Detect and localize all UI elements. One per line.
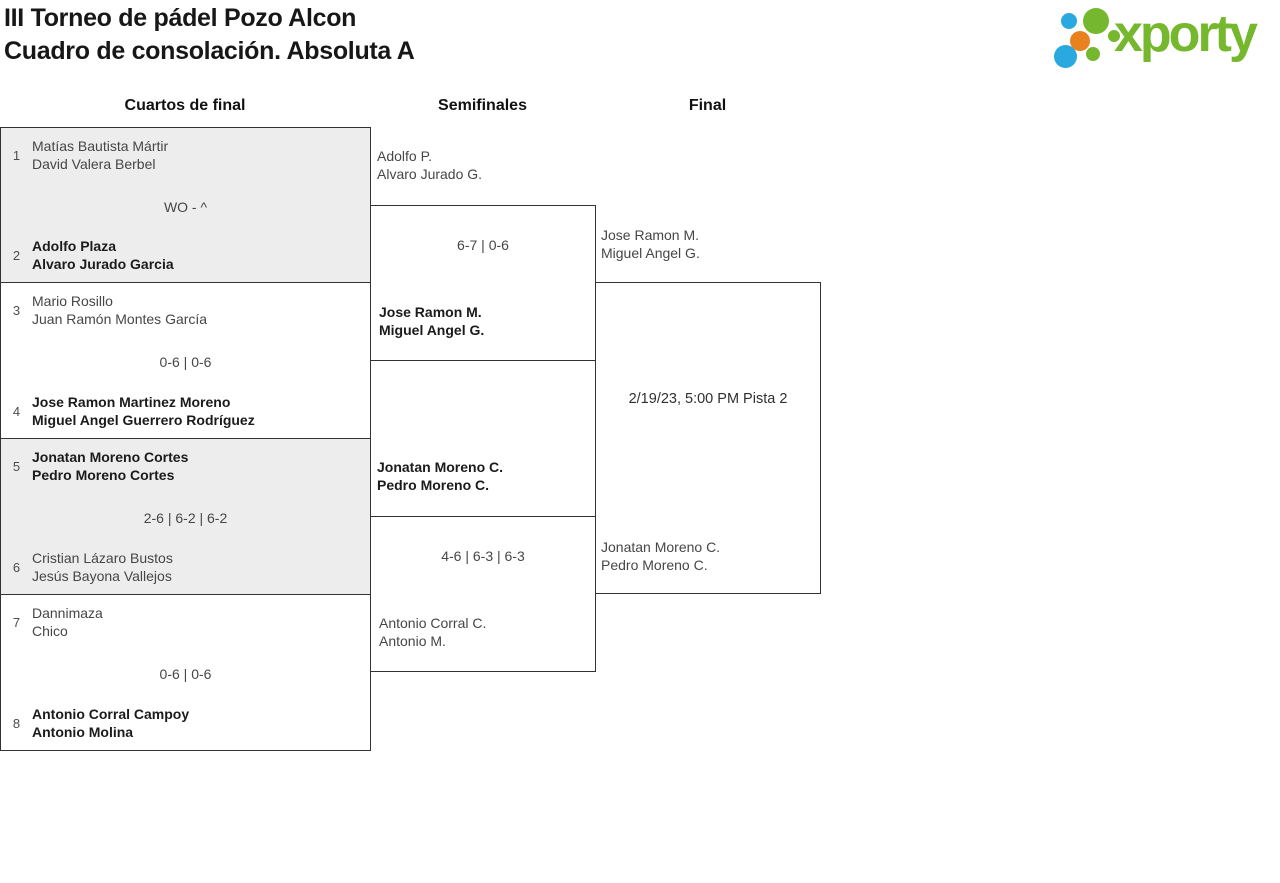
round-header-semifinals: Semifinales [438, 97, 527, 114]
team-row: 3 Mario Rosillo Juan Ramón Montes García [10, 292, 361, 328]
seed-number: 8 [12, 715, 21, 731]
round-header-quarterfinals: Cuartos de final [124, 97, 246, 114]
player-name: Alvaro Jurado G. [377, 166, 483, 182]
player-name: Jesús Bayona Vallejos [32, 568, 172, 584]
player-name: Juan Ramón Montes García [32, 311, 208, 327]
seed-number: 6 [12, 559, 21, 575]
seed-number: 1 [12, 147, 21, 163]
team-names: Jose Ramon Martinez Moreno Miguel Angel … [32, 393, 255, 429]
seed-number: 3 [12, 302, 21, 318]
player-name: Pedro Moreno Cortes [32, 467, 175, 483]
player-name: Antonio Corral Campoy [32, 706, 190, 722]
draw-name: Cuadro de consolación. Absoluta A [4, 37, 415, 65]
logo-dot-icon [1083, 8, 1109, 34]
player-name: Jose Ramon M. [379, 304, 482, 320]
team-names: Dannimaza Chico [32, 604, 103, 640]
team-row: 4 Jose Ramon Martinez Moreno Miguel Ange… [10, 393, 361, 429]
player-name: Miguel Angel G. [379, 322, 485, 338]
team-row: 6 Cristian Lázaro Bustos Jesús Bayona Va… [10, 549, 361, 585]
seed-number: 2 [12, 247, 21, 263]
player-name: Mario Rosillo [32, 293, 113, 309]
xporty-logo[interactable]: xporty [1050, 0, 1280, 75]
player-name: Antonio Molina [32, 724, 134, 740]
team-row: 5 Jonatan Moreno Cortes Pedro Moreno Cor… [10, 448, 361, 484]
logo-dot-icon [1086, 47, 1100, 61]
tournament-name: III Torneo de pádel Pozo Alcon [4, 4, 357, 32]
team-names: Mario Rosillo Juan Ramón Montes García [32, 292, 207, 328]
seed-number: 4 [12, 403, 21, 419]
sf-match-1[interactable]: 6-7 | 0-6 Jose Ramon M. Miguel Angel G. [370, 205, 596, 361]
final-schedule: 2/19/23, 5:00 PM Pista 2 [628, 391, 788, 407]
sf1-bottom-team: Jose Ramon M. Miguel Angel G. [379, 303, 484, 339]
player-name: Miguel Angel Guerrero Rodríguez [32, 412, 255, 428]
seed-number: 7 [12, 614, 21, 630]
page-title: III Torneo de pádel Pozo Alcon Cuadro de… [4, 2, 415, 68]
match-score: 6-7 | 0-6 [457, 237, 509, 253]
player-name: Alvaro Jurado Garcia [32, 256, 174, 272]
team-row: 2 Adolfo Plaza Alvaro Jurado Garcia [10, 237, 361, 273]
sf2-bottom-team: Antonio Corral C. Antonio M. [379, 614, 486, 650]
player-name: Jose Ramon M. [601, 227, 700, 243]
player-name: Adolfo P. [377, 148, 433, 164]
team-names: Antonio Corral Campoy Antonio Molina [32, 705, 189, 741]
team-row: 1 Matías Bautista Mártir David Valera Be… [10, 137, 361, 173]
match-score: 4-6 | 6-3 | 6-3 [441, 548, 525, 564]
player-name: Antonio M. [379, 633, 446, 649]
player-name: Miguel Angel G. [601, 245, 700, 261]
player-name: Pedro Moreno C. [377, 477, 490, 493]
final-bottom-team: Jonatan Moreno C. Pedro Moreno C. [601, 538, 720, 574]
team-row: 7 Dannimaza Chico [10, 604, 361, 640]
qf-match-2[interactable]: 3 Mario Rosillo Juan Ramón Montes García… [0, 282, 371, 439]
team-names: Matías Bautista Mártir David Valera Berb… [32, 137, 168, 173]
sf2-top-team: Jonatan Moreno C. Pedro Moreno C. [377, 458, 503, 494]
player-name: Jonatan Moreno C. [377, 459, 504, 475]
match-score: 0-6 | 0-6 [159, 666, 212, 682]
logo-dot-icon [1108, 30, 1120, 42]
logo-wordmark: xporty [1114, 5, 1258, 63]
team-row: 8 Antonio Corral Campoy Antonio Molina [10, 705, 361, 741]
logo-dot-icon [1054, 45, 1077, 68]
round-header-final: Final [688, 97, 727, 114]
logo-dot-icon [1070, 31, 1090, 51]
player-name: Pedro Moreno C. [601, 557, 708, 573]
player-name: Jonatan Moreno Cortes [32, 449, 189, 465]
logo-dot-icon [1061, 13, 1077, 29]
final-match[interactable]: 2/19/23, 5:00 PM Pista 2 [595, 282, 821, 594]
match-score: WO - ^ [163, 199, 208, 215]
player-name: Jose Ramon Martinez Moreno [32, 394, 231, 410]
player-name: Dannimaza [32, 605, 103, 621]
match-score: 0-6 | 0-6 [159, 354, 212, 370]
team-names: Adolfo Plaza Alvaro Jurado Garcia [32, 237, 174, 273]
qf-match-1[interactable]: 1 Matías Bautista Mártir David Valera Be… [0, 127, 371, 283]
match-score: 2-6 | 6-2 | 6-2 [143, 510, 228, 526]
sf1-top-team: Adolfo P. Alvaro Jurado G. [377, 147, 482, 183]
final-top-team: Jose Ramon M. Miguel Angel G. [601, 226, 700, 262]
player-name: Matías Bautista Mártir [32, 138, 169, 154]
player-name: David Valera Berbel [32, 156, 156, 172]
player-name: Cristian Lázaro Bustos [32, 550, 173, 566]
team-names: Cristian Lázaro Bustos Jesús Bayona Vall… [32, 549, 173, 585]
player-name: Antonio Corral C. [379, 615, 487, 631]
qf-match-3[interactable]: 5 Jonatan Moreno Cortes Pedro Moreno Cor… [0, 438, 371, 595]
seed-number: 5 [12, 458, 21, 474]
qf-match-4[interactable]: 7 Dannimaza Chico 0-6 | 0-6 8 Antonio Co… [0, 594, 371, 751]
player-name: Jonatan Moreno C. [601, 539, 721, 555]
team-names: Jonatan Moreno Cortes Pedro Moreno Corte… [32, 448, 188, 484]
player-name: Chico [32, 623, 68, 639]
player-name: Adolfo Plaza [32, 238, 117, 254]
sf-match-2[interactable]: 4-6 | 6-3 | 6-3 Antonio Corral C. Antoni… [370, 516, 596, 672]
